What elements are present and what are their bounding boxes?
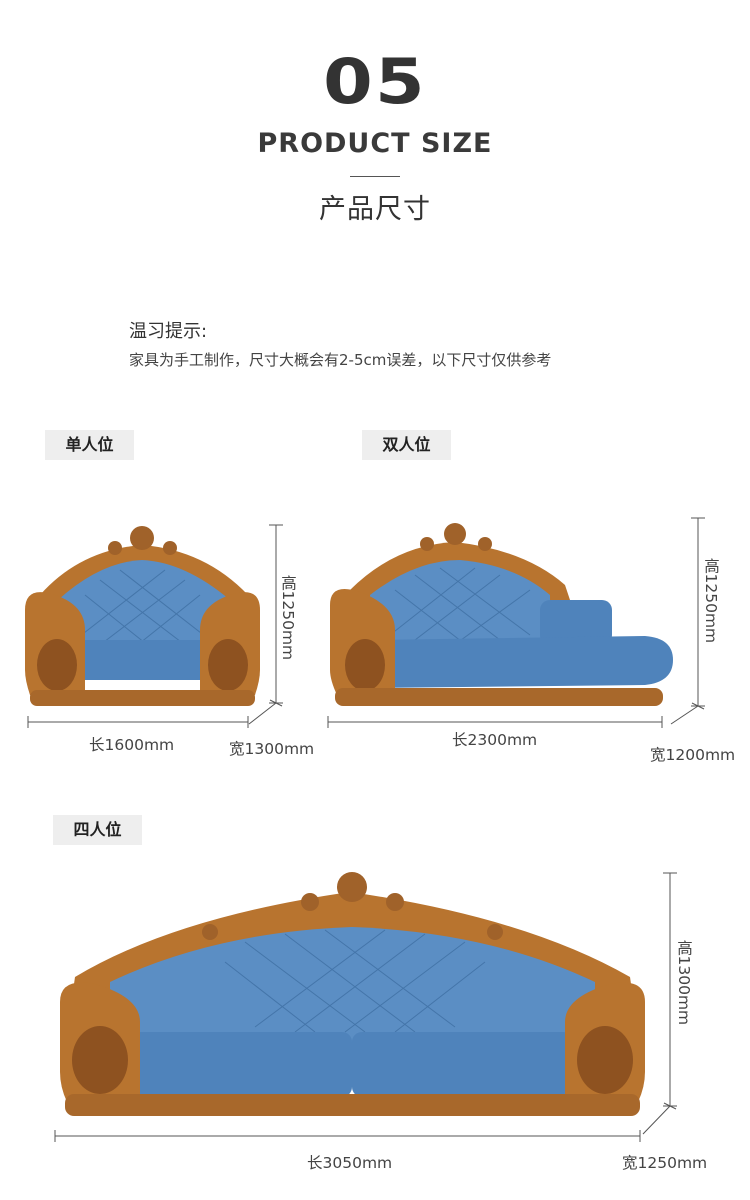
section-title-en: PRODUCT SIZE: [257, 128, 493, 159]
section-number: 05: [323, 45, 427, 118]
double-width-label: 宽1200mm: [650, 746, 736, 764]
tag-double-seat: 双人位: [362, 430, 451, 460]
double-length-label: 长2300mm: [452, 731, 538, 749]
single-length-label: 长1600mm: [89, 736, 175, 754]
four-seat-sofa-image: [60, 872, 645, 1116]
title-divider: [350, 176, 400, 177]
single-width-label: 宽1300mm: [229, 740, 315, 758]
tip-heading: 温习提示:: [129, 321, 208, 342]
double-sofa-image: [330, 523, 673, 706]
tip-text: 家具为手工制作，尺寸大概会有2-5cm误差，以下尺寸仅供参考: [129, 351, 552, 369]
tag-single-seat: 单人位: [45, 430, 134, 460]
single-height-label: 高1250mm: [279, 575, 297, 661]
tag-four-seat: 四人位: [53, 815, 142, 845]
four-length-label: 长3050mm: [307, 1154, 393, 1172]
four-height-label: 高1300mm: [675, 940, 693, 1026]
section-title-cn: 产品尺寸: [319, 194, 431, 225]
single-sofa-image: [25, 526, 260, 706]
double-height-label: 高1250mm: [702, 558, 720, 644]
four-width-label: 宽1250mm: [622, 1154, 708, 1172]
